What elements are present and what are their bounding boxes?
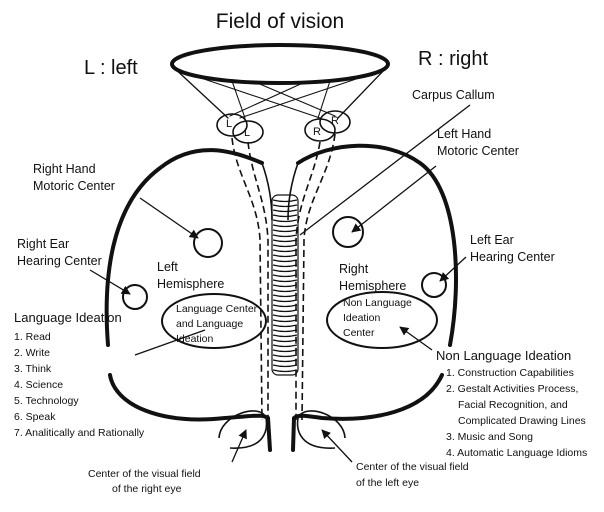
eye-letter-l2: L bbox=[244, 127, 250, 139]
field-of-vision-funnel bbox=[172, 45, 388, 118]
carpus-callum-rung bbox=[273, 335, 297, 337]
carpus-callum-rung bbox=[273, 360, 297, 362]
language-center-label-1: Language Center bbox=[176, 303, 258, 315]
non-language-ideation-list: 1. Construction Capabilities 2. Gestalt … bbox=[446, 367, 587, 459]
eye-letter-r1: R bbox=[313, 126, 321, 138]
carpus-callum-rung bbox=[273, 275, 297, 277]
left-ear-hearing-center-circle bbox=[422, 273, 446, 297]
carpus-callum-rung bbox=[273, 215, 297, 217]
non-language-center-label-2: Ideation bbox=[343, 312, 381, 324]
left-hand-motoric-center-circle bbox=[333, 217, 363, 247]
carpus-callum-rung bbox=[273, 220, 297, 222]
carpus-callum-rung bbox=[273, 355, 297, 357]
right-ear-hearing-label-2: Hearing Center bbox=[17, 254, 102, 268]
left-hemisphere-label-1: Left bbox=[157, 260, 178, 274]
field-of-vision-ellipse bbox=[172, 45, 388, 83]
visual-field-right-eye-label-2: of the right eye bbox=[112, 483, 182, 495]
carpus-callum-rung bbox=[273, 315, 297, 317]
carpus-callum-rung bbox=[273, 225, 297, 227]
carpus-callum-rung bbox=[273, 240, 297, 242]
left-ear-hearing-label-2: Hearing Center bbox=[470, 250, 555, 264]
carpus-callum-rung bbox=[273, 280, 297, 282]
non-language-ideation-heading: Non Language Ideation bbox=[436, 348, 571, 363]
carpus-callum-rung bbox=[273, 330, 297, 332]
language-ideation-heading: Language Ideation bbox=[14, 310, 122, 325]
eye-letter-r2: R bbox=[331, 115, 339, 127]
visual-field-right-eye-label-1: Center of the visual field bbox=[88, 468, 201, 480]
carpus-callum-rung bbox=[273, 320, 297, 322]
eye-letter-l1: L bbox=[226, 118, 232, 130]
visual-field-left-eye-label-2: of the left eye bbox=[356, 477, 419, 489]
carpus-callum-rung bbox=[273, 230, 297, 232]
right-hemisphere-label-2: Hemisphere bbox=[339, 279, 406, 293]
language-ideation-item: 1. Read bbox=[14, 331, 51, 343]
carpus-callum-rung bbox=[273, 235, 297, 237]
non-language-ideation-item: 4. Automatic Language Idioms bbox=[446, 447, 587, 459]
carpus-callum-rung bbox=[273, 255, 297, 257]
language-ideation-item: 7. Analitically and Rationally bbox=[14, 427, 145, 439]
language-ideation-item: 2. Write bbox=[14, 347, 50, 359]
non-language-ideation-item: Complicated Drawing Lines bbox=[458, 415, 586, 427]
non-language-ideation-item: 3. Music and Song bbox=[446, 431, 533, 443]
language-ideation-item: 3. Think bbox=[14, 363, 52, 375]
non-language-ideation-item: Facial Recognition, and bbox=[458, 399, 568, 411]
left-hand-motoric-label-2: Motoric Center bbox=[437, 144, 519, 158]
carpus-callum-rung bbox=[273, 305, 297, 307]
carpus-callum-rung bbox=[273, 260, 297, 262]
left-hemisphere-label-2: Hemisphere bbox=[157, 277, 224, 291]
right-side-label: R : right bbox=[418, 48, 488, 70]
left-ear-hearing-label-1: Left Ear bbox=[470, 233, 514, 247]
carpus-callum-rung bbox=[273, 265, 297, 267]
carpus-callum-structure bbox=[272, 195, 298, 375]
carpus-callum-rung bbox=[273, 200, 297, 202]
carpus-callum-rung bbox=[273, 325, 297, 327]
carpus-callum-rung bbox=[273, 295, 297, 297]
carpus-callum-rung bbox=[273, 205, 297, 207]
right-hand-motoric-label-2: Motoric Center bbox=[33, 179, 115, 193]
language-ideation-item: 5. Technology bbox=[14, 395, 79, 407]
right-ear-hearing-center-circle bbox=[123, 285, 147, 309]
right-hand-motoric-label-1: Right Hand bbox=[33, 162, 96, 176]
carpus-callum-label: Carpus Callum bbox=[412, 88, 495, 102]
carpus-callum-rung bbox=[273, 270, 297, 272]
language-ideation-list: 1. Read 2. Write 3. Think 4. Science 5. … bbox=[14, 331, 145, 439]
carpus-callum-rung bbox=[273, 290, 297, 292]
carpus-callum-rung bbox=[273, 245, 297, 247]
carpus-callum-rung bbox=[273, 345, 297, 347]
right-hemisphere-label-1: Right bbox=[339, 262, 369, 276]
non-language-ideation-item: 1. Construction Capabilities bbox=[446, 367, 574, 379]
language-center-label-3: Ideation bbox=[176, 333, 214, 345]
carpus-callum-rung bbox=[273, 365, 297, 367]
language-center-label-2: and Language bbox=[176, 318, 243, 330]
page-title: Field of vision bbox=[216, 10, 344, 33]
right-ear-hearing-label-1: Right Ear bbox=[17, 237, 69, 251]
carpus-callum-rung bbox=[273, 310, 297, 312]
carpus-callum-rung bbox=[273, 300, 297, 302]
carpus-callum-rung bbox=[273, 285, 297, 287]
language-ideation-item: 4. Science bbox=[14, 379, 63, 391]
carpus-callum-rung bbox=[273, 340, 297, 342]
carpus-callum-rung bbox=[273, 210, 297, 212]
carpus-callum-rung bbox=[273, 370, 297, 372]
non-language-center-label-3: Center bbox=[343, 327, 375, 339]
language-ideation-item: 6. Speak bbox=[14, 411, 56, 423]
left-hand-motoric-label-1: Left Hand bbox=[437, 127, 491, 141]
visual-field-left-eye-label-1: Center of the visual field bbox=[356, 461, 469, 473]
carpus-callum-rung bbox=[273, 350, 297, 352]
left-side-label: L : left bbox=[84, 57, 138, 79]
right-hand-motoric-center-circle bbox=[194, 229, 222, 257]
non-language-center-label-1: Non Language bbox=[343, 297, 412, 309]
non-language-ideation-item: 2. Gestalt Activities Process, bbox=[446, 383, 578, 395]
carpus-callum-rung bbox=[273, 250, 297, 252]
